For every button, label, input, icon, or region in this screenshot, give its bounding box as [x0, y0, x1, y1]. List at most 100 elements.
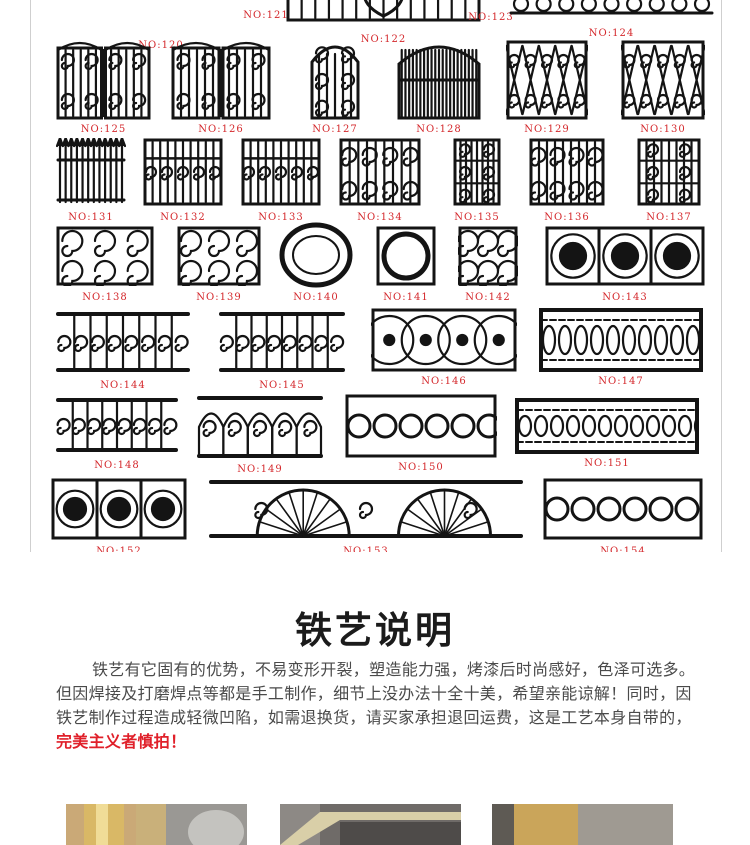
ironwork-drawing: [397, 45, 481, 120]
description-text: 铁艺有它固有的优势，不易变形开裂，塑造能力强，烤漆后时尚感好，色泽可选多。但因焊…: [56, 660, 696, 727]
model-number-label: NO:126: [198, 124, 244, 135]
ironwork-drawing: [197, 396, 323, 458]
catalog-item: NO:148: [56, 394, 178, 474]
model-number-label: NO:125: [80, 124, 127, 135]
model-number-label: NO:132: [160, 212, 206, 223]
description-paragraph: 铁艺有它固有的优势，不易变形开裂，塑造能力强，烤漆后时尚感好，色泽可选多。但因焊…: [56, 658, 696, 754]
catalog-item: NO:129: [506, 40, 588, 138]
ironwork-drawing: [376, 226, 436, 286]
model-number-label: NO:122: [360, 34, 407, 45]
model-number-label: NO:153: [343, 546, 389, 552]
catalog-item: NO:135: [453, 138, 501, 224]
warning-highlight: 完美主义者慎拍！: [56, 732, 187, 751]
model-number-label: NO:129: [524, 124, 570, 135]
ironwork-drawing: [458, 226, 518, 286]
ironwork-drawing: [529, 138, 605, 206]
model-number-label: NO:147: [598, 376, 644, 387]
ironwork-drawing: [543, 478, 703, 540]
catalog-item: NO:151: [515, 398, 699, 472]
catalog-item: NO:125: [56, 40, 151, 138]
model-number-label: NO:128: [416, 124, 462, 135]
catalog-item: NO:154: [543, 478, 703, 552]
model-number-label: NO:139: [196, 292, 242, 303]
ironwork-drawing: [209, 480, 523, 538]
ironwork-drawing: [51, 478, 187, 540]
ironwork-drawing: [453, 138, 501, 206]
detail-photo: [280, 804, 461, 845]
model-number-label: NO:145: [259, 380, 305, 391]
catalog-item: NO:146: [371, 308, 517, 390]
catalog-item: NO:124: [509, 0, 714, 39]
catalog-item: NO:128: [396, 40, 482, 138]
model-number-label: NO:137: [646, 212, 692, 223]
model-number-label: NO:130: [640, 124, 686, 135]
detail-photo: [492, 804, 673, 845]
model-number-label: NO:149: [237, 464, 283, 475]
catalog-item: NO:139: [177, 226, 261, 304]
ironwork-drawing: [515, 398, 699, 454]
ironwork-drawing: [56, 226, 154, 286]
model-number-label: NO:146: [421, 376, 467, 387]
ironwork-drawing: [545, 226, 705, 286]
model-number-label: NO:121: [243, 10, 289, 21]
ironwork-drawing: [286, 0, 481, 22]
model-number-label: NO:138: [82, 292, 128, 303]
gold-frame-closeup-image: [492, 804, 673, 845]
catalog-item: NO:140: [279, 222, 353, 306]
model-number-label: NO:142: [465, 292, 511, 303]
model-number-label: NO:144: [100, 380, 146, 391]
catalog-item: NO:147: [539, 308, 703, 390]
model-number-label: NO:141: [383, 292, 429, 303]
catalog-item: NO:141: [376, 226, 436, 304]
model-number-label: NO:148: [94, 460, 140, 471]
gold-bar-closeup-image: [66, 804, 247, 845]
ironwork-drawing: [371, 308, 517, 372]
model-number-label: NO:135: [454, 212, 500, 223]
catalog-item: NO:123: [451, 0, 531, 23]
ironwork-drawing: [177, 226, 261, 286]
catalog-item: NO:133: [241, 138, 321, 224]
catalog-item: NO:121: [236, 0, 296, 21]
model-number-label: NO:127: [312, 124, 358, 135]
ironwork-drawing: [345, 394, 497, 458]
catalog-item: NO:149: [197, 394, 323, 478]
catalog-item: NO:150: [345, 394, 497, 476]
ironwork-drawing: [56, 41, 151, 120]
model-number-label: NO:120: [138, 40, 184, 51]
ironwork-drawing: [56, 398, 178, 452]
model-number-label: NO:136: [544, 212, 590, 223]
catalog-item: NO:126: [171, 40, 271, 138]
model-number-label: NO:123: [468, 12, 514, 23]
catalog-item: NO:145: [219, 308, 345, 394]
model-number-label: NO:124: [588, 28, 635, 39]
catalog-item: NO:134: [339, 138, 421, 224]
model-number-label: NO:133: [258, 212, 304, 223]
ironwork-drawing: [219, 312, 345, 372]
catalog-item: NO:153: [209, 478, 523, 552]
catalog-item: NO:138: [56, 226, 154, 304]
ironwork-drawing: [506, 40, 588, 120]
section-title: 铁艺说明: [295, 609, 455, 652]
model-number-label: NO:152: [96, 546, 142, 552]
catalog-item: NO:132: [143, 138, 223, 224]
model-number-label: NO:134: [357, 212, 403, 223]
ironwork-drawing: [56, 312, 190, 372]
ironwork-drawing: [621, 40, 705, 120]
catalog-item: NO:142: [458, 226, 518, 304]
model-number-label: NO:140: [293, 292, 339, 303]
ironwork-drawing: [241, 138, 321, 206]
catalog-item: NO:143: [545, 226, 705, 304]
catalog-item: NO:130: [621, 40, 705, 138]
catalog-item: NO:120: [61, 0, 261, 51]
model-number-label: NO:143: [602, 292, 648, 303]
ironwork-drawing: [56, 138, 126, 204]
ironwork-drawing: [171, 41, 271, 120]
catalog-item: NO:131: [56, 138, 126, 224]
ironwork-drawing: [310, 45, 360, 120]
ironwork-drawing: [637, 138, 701, 206]
ironwork-drawing: [339, 138, 421, 206]
ironwork-drawing: [143, 138, 223, 206]
ironwork-drawing: [279, 222, 353, 288]
model-number-label: NO:131: [68, 212, 114, 223]
